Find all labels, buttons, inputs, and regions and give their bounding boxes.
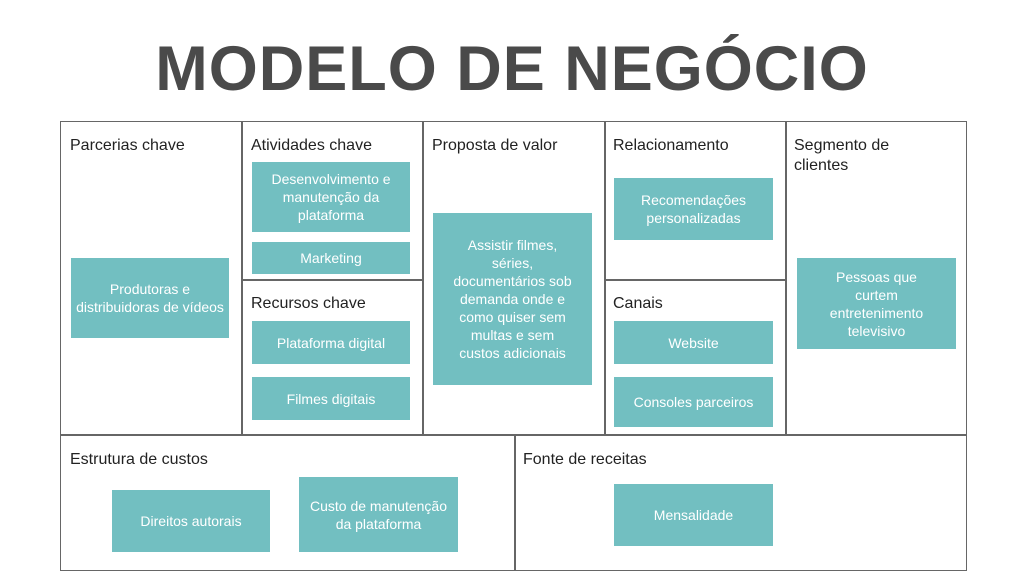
business-model-canvas	[60, 121, 967, 571]
box-recursos-1: Plataforma digital	[252, 321, 410, 364]
box-text: Website	[668, 334, 719, 351]
divider-v1	[241, 121, 243, 435]
box-text: Marketing	[300, 250, 362, 266]
box-text: Plataforma digital	[276, 334, 386, 351]
box-text: Produtoras e distribuidoras de vídeos	[76, 281, 224, 315]
page-title: MODELO DE NEGÓCIO	[155, 34, 869, 104]
box-text: Custo de manutenção da plataforma	[310, 497, 447, 532]
section-label-receitas: Fonte de receitas	[523, 451, 647, 468]
box-canais-1: Website	[614, 321, 773, 364]
box-canais-2: Consoles parceiros	[614, 377, 773, 427]
divider-v4	[785, 121, 787, 435]
box-text: Consoles parceiros	[633, 394, 754, 410]
box-text: Desenvolvimento e manutenção da platafor…	[271, 171, 391, 223]
divider-v2	[422, 121, 424, 435]
box-receitas-1: Mensalidade	[614, 484, 773, 546]
box-atividades-1: Desenvolvimento e manutenção da platafor…	[252, 162, 410, 232]
box-text: Filmes digitais	[286, 390, 376, 407]
divider-h-main	[60, 434, 967, 436]
box-recursos-2: Filmes digitais	[252, 377, 410, 420]
box-custos-1: Direitos autorais	[112, 490, 270, 552]
section-label-canais: Canais	[613, 295, 663, 312]
section-label-atividades: Atividades chave	[251, 137, 372, 154]
section-label-recursos: Recursos chave	[251, 295, 366, 312]
section-label-proposta: Proposta de valor	[432, 137, 558, 154]
box-segmento-1: Pessoas que curtem entretenimento televi…	[797, 258, 956, 349]
box-parcerias-1: Produtoras e distribuidoras de vídeos	[71, 258, 229, 338]
box-text: Recomendações personalizadas	[640, 192, 747, 226]
divider-h-atividades	[241, 279, 423, 281]
section-label-parcerias: Parcerias chave	[70, 137, 185, 154]
section-label-custos: Estrutura de custos	[70, 451, 208, 468]
box-text: Direitos autorais	[140, 513, 242, 529]
divider-v3	[604, 121, 606, 435]
box-text: Mensalidade	[653, 507, 734, 523]
box-custos-2: Custo de manutenção da plataforma	[299, 477, 458, 552]
section-label-segmento: Segmento de clientes	[794, 137, 890, 174]
box-text: Pessoas que curtem entretenimento televi…	[829, 268, 924, 339]
section-label-relacionamento: Relacionamento	[613, 137, 729, 154]
box-relacionamento-1: Recomendações personalizadas	[614, 178, 773, 240]
box-proposta-1: Assistir filmes, séries, documentários s…	[433, 213, 592, 385]
box-text: Assistir filmes, séries, documentários s…	[453, 237, 572, 361]
divider-v-bottom	[514, 434, 516, 571]
box-atividades-2: Marketing	[252, 242, 410, 274]
divider-h-relacionamento	[604, 279, 786, 281]
